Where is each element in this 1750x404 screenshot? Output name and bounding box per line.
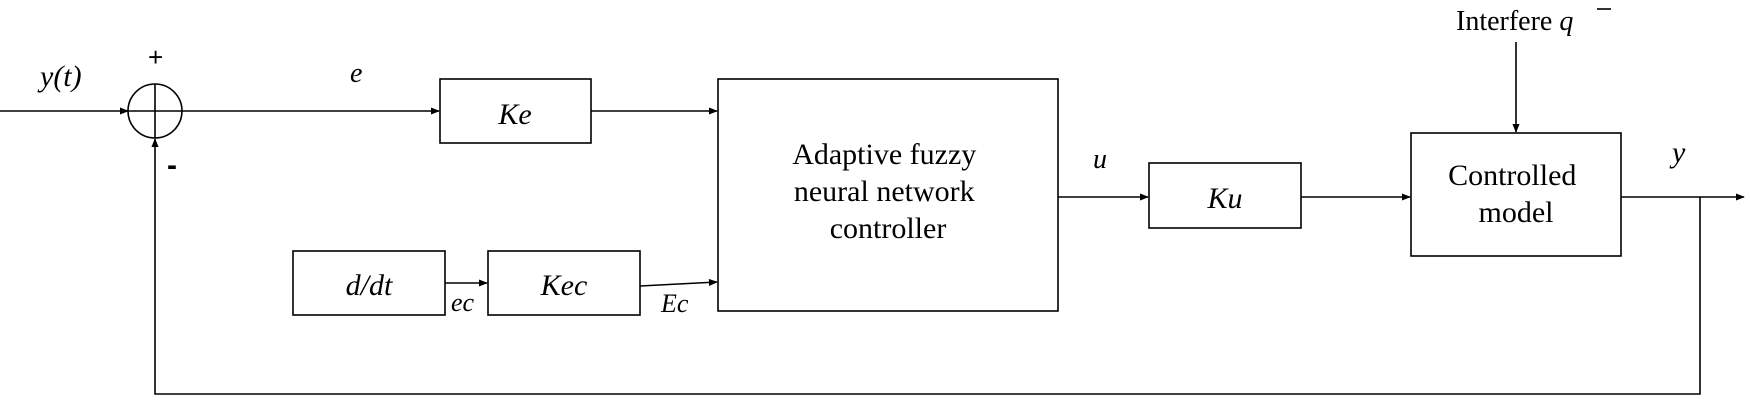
feedback-line [151, 138, 1701, 395]
plus-sign: + [148, 42, 163, 72]
input-label: y(t) [37, 60, 82, 93]
minus-sign: - [167, 149, 177, 182]
controller-block [717, 78, 1059, 312]
controller-label: Adaptive fuzzy neural network controller [792, 138, 984, 245]
summing-junction [127, 83, 183, 139]
disturbance-symbol: q [1559, 6, 1573, 37]
plant-label: Controlled model [1448, 159, 1584, 229]
kec-block [487, 250, 641, 316]
controller-label-line-1: Adaptive fuzzy [792, 138, 976, 171]
ku-block [1148, 162, 1302, 229]
control-label: u [1093, 144, 1107, 175]
disturbance-label: Interfere q [1456, 6, 1573, 37]
disturbance-text: Interfere [1456, 6, 1552, 37]
controller-label-line-2: neural network [794, 175, 975, 208]
ku-label: Ku [1206, 182, 1242, 215]
plant-label-line-1: Controlled [1448, 159, 1576, 192]
ec-scaled-label: Ec [660, 289, 689, 318]
kec-label: Kec [540, 269, 588, 302]
error-label: e [350, 58, 362, 89]
plant-label-line-2: model [1479, 196, 1554, 229]
plant-block [1410, 132, 1622, 257]
kec-to-controller-line [639, 278, 718, 287]
output-label: y [1669, 136, 1686, 169]
ke-block [439, 78, 592, 144]
ec-label: ec [451, 288, 475, 317]
controller-label-line-3: controller [830, 212, 947, 245]
derivative-block [292, 250, 446, 316]
derivative-label: d/dt [346, 269, 393, 302]
ke-label: Ke [497, 98, 531, 131]
